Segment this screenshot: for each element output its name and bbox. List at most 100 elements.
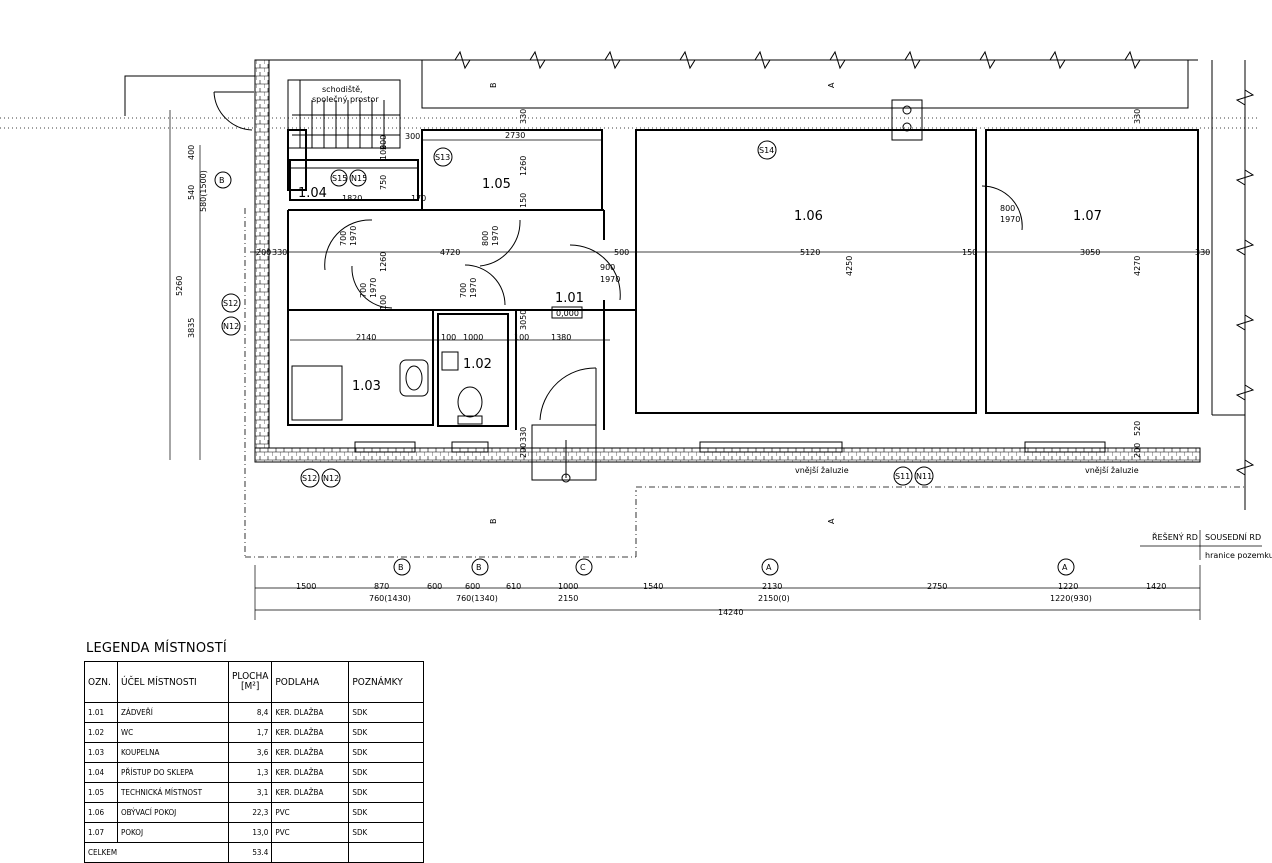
svg-text:C: C — [580, 563, 586, 572]
svg-text:800: 800 — [1000, 204, 1015, 213]
cell-floor: KER. DLAŽBA — [271, 762, 350, 783]
svg-text:S15: S15 — [332, 174, 347, 183]
floor-level: 0,000 — [556, 309, 579, 318]
cell-area: 8,4 — [227, 702, 273, 723]
svg-text:S13: S13 — [435, 153, 450, 162]
svg-text:B: B — [489, 83, 498, 89]
svg-text:1420: 1420 — [1146, 582, 1166, 591]
svg-text:2140: 2140 — [356, 333, 376, 342]
header-code: OZN. — [84, 661, 118, 703]
svg-text:200: 200 — [379, 135, 388, 150]
svg-text:330: 330 — [1133, 109, 1142, 124]
svg-text:300: 300 — [405, 132, 420, 141]
cell-floor: KER. DLAŽBA — [271, 782, 350, 803]
header-area-label: PLOCHA — [232, 671, 269, 682]
sanitary-fixtures — [291, 351, 483, 425]
table-row: 1.02 WC 1,7 KER. DLAŽBA SDK — [84, 722, 425, 743]
cell-purpose: WC — [117, 722, 229, 743]
markers: S15 N15 S13 S14 S12 N12 S12 N12 S11 N11 — [221, 140, 934, 488]
svg-text:1000: 1000 — [558, 582, 578, 591]
total-label: CELKEM — [84, 842, 229, 863]
cell-code: 1.07 — [84, 822, 118, 843]
svg-text:870: 870 — [374, 582, 389, 591]
cell-area: 3,1 — [227, 782, 273, 803]
note-solved: ŘEŠENÝ RD — [1152, 531, 1198, 542]
svg-text:A: A — [1062, 563, 1068, 572]
svg-text:400: 400 — [187, 145, 196, 160]
svg-text:540: 540 — [187, 185, 196, 200]
svg-text:610: 610 — [506, 582, 521, 591]
cell-notes: SDK — [348, 782, 425, 803]
cell-notes: SDK — [348, 742, 425, 763]
svg-text:1970: 1970 — [369, 278, 378, 298]
note-shutter-2: vnější žaluzie — [1085, 465, 1139, 475]
svg-text:3050: 3050 — [1080, 248, 1100, 257]
table-row: 1.04 PŘÍSTUP DO SKLEPA 1,3 KER. DLAŽBA S… — [84, 762, 425, 783]
table-row: 1.06 OBÝVACÍ POKOJ 22,3 PVC SDK — [84, 802, 425, 823]
note-boundary: hranice pozemku — [1205, 551, 1272, 560]
svg-text:B: B — [219, 176, 225, 185]
table-row: 1.07 POKOJ 13,0 PVC SDK — [84, 822, 425, 843]
cell-floor: KER. DLAŽBA — [271, 742, 350, 763]
svg-text:3050: 3050 — [519, 310, 528, 330]
cell-notes: SDK — [348, 802, 425, 823]
door-swings — [213, 91, 1023, 483]
svg-text:3835: 3835 — [187, 318, 196, 338]
svg-text:760(1340): 760(1340) — [456, 594, 498, 603]
room-legend-table: OZN. ÚČEL MÍSTNOSTI PLOCHA [M²] PODLAHA … — [84, 661, 425, 863]
cell-code: 1.06 — [84, 802, 118, 823]
dimension-lines — [169, 110, 1262, 620]
header-purpose: ÚČEL MÍSTNOSTI — [117, 661, 229, 703]
svg-text:1260: 1260 — [519, 156, 528, 176]
cell-area: 22,3 — [227, 802, 273, 823]
svg-text:B: B — [476, 563, 482, 572]
svg-text:S12: S12 — [223, 299, 238, 308]
svg-text:1970: 1970 — [1000, 215, 1020, 224]
table-row: 1.05 TECHNICKÁ MÍSTNOST 3,1 KER. DLAŽBA … — [84, 782, 425, 803]
svg-text:4250: 4250 — [845, 256, 854, 276]
svg-text:1970: 1970 — [349, 226, 358, 246]
svg-text:4270: 4270 — [1133, 256, 1142, 276]
room-label-1.05: 1.05 — [482, 177, 511, 192]
svg-text:100: 100 — [379, 145, 388, 160]
axis-markers: B B B C A A — [214, 171, 1075, 576]
cell-floor: PVC — [271, 802, 350, 823]
svg-text:5120: 5120 — [800, 248, 820, 257]
windows — [289, 159, 1106, 453]
svg-text:1220(930): 1220(930) — [1050, 594, 1092, 603]
cell-area: 1,7 — [227, 722, 273, 743]
cell-purpose: TECHNICKÁ MÍSTNOST — [117, 782, 229, 803]
svg-text:1500: 1500 — [296, 582, 316, 591]
svg-text:330: 330 — [1195, 248, 1210, 257]
cell-notes: SDK — [348, 762, 425, 783]
svg-text:N12: N12 — [323, 474, 339, 483]
legend-header-row: OZN. ÚČEL MÍSTNOSTI PLOCHA [M²] PODLAHA … — [84, 661, 425, 703]
cell-floor: KER. DLAŽBA — [271, 722, 350, 743]
svg-text:600: 600 — [427, 582, 442, 591]
cell-floor: KER. DLAŽBA — [271, 702, 350, 723]
svg-text:2130: 2130 — [762, 582, 782, 591]
svg-text:A: A — [827, 82, 836, 88]
break-lines — [454, 50, 1255, 476]
table-row: 1.03 KOUPELNA 3,6 KER. DLAŽBA SDK — [84, 742, 425, 763]
cell-notes: SDK — [348, 722, 425, 743]
svg-text:S14: S14 — [759, 146, 774, 155]
cell-area: 3,6 — [227, 742, 273, 763]
room-label-1.01: 1.01 — [555, 291, 584, 306]
svg-text:200: 200 — [519, 443, 528, 458]
svg-text:2730: 2730 — [505, 131, 525, 140]
table-row: 1.01 ZÁDVEŘÍ 8,4 KER. DLAŽBA SDK — [84, 702, 425, 723]
svg-text:1970: 1970 — [469, 278, 478, 298]
svg-text:330: 330 — [519, 427, 528, 442]
svg-text:2150(0): 2150(0) — [758, 594, 790, 603]
cell-code: 1.02 — [84, 722, 118, 743]
svg-text:2150: 2150 — [558, 594, 578, 603]
svg-text:N12: N12 — [223, 322, 239, 331]
svg-text:580(1500): 580(1500) — [199, 170, 208, 212]
svg-text:1380: 1380 — [551, 333, 571, 342]
walls — [254, 59, 1201, 463]
note-shutter: vnější žaluzie — [795, 465, 849, 475]
svg-text:330: 330 — [519, 109, 528, 124]
svg-text:B: B — [489, 519, 498, 525]
svg-text:200: 200 — [256, 248, 271, 257]
